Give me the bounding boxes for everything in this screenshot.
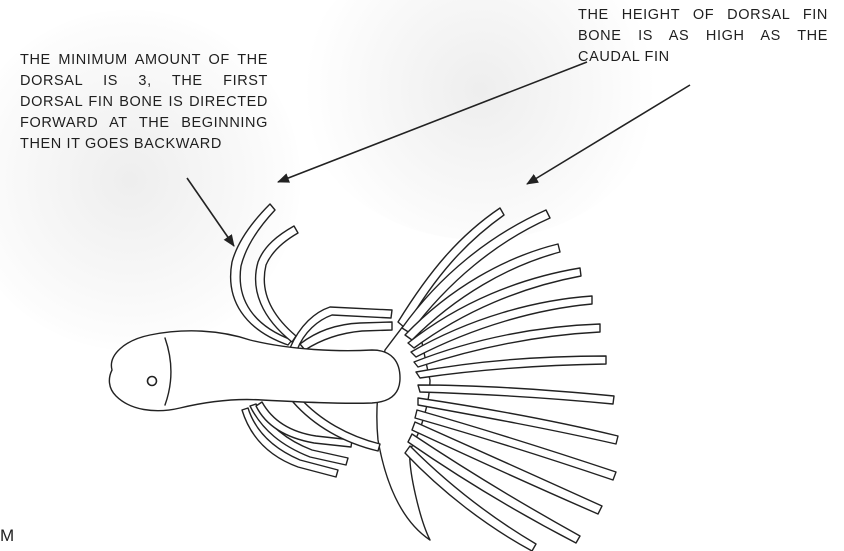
- left-callout-arrow: [187, 178, 234, 246]
- fish-body: [109, 331, 400, 411]
- caudal-ray: [418, 385, 614, 404]
- caudal-callout-arrow: [527, 85, 690, 184]
- caudal-ray: [398, 208, 504, 328]
- height-callout-arrow: [278, 62, 587, 182]
- eye-icon: [148, 377, 157, 386]
